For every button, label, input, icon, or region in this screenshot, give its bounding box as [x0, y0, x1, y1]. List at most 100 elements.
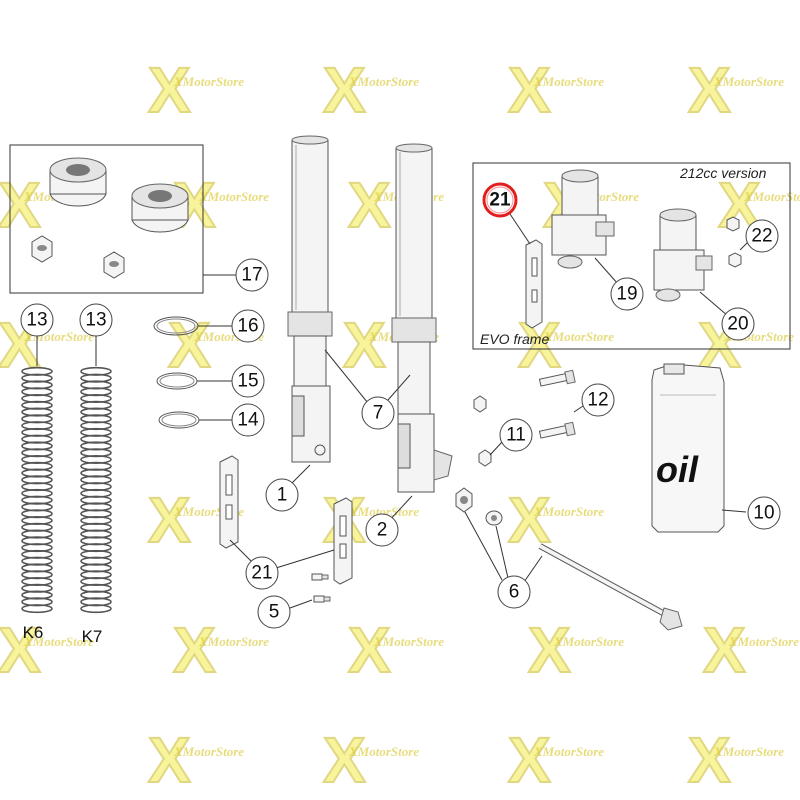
bracket-21-inset [525, 239, 543, 329]
triple-clamp-20 [653, 208, 713, 302]
svg-text:X: X [688, 54, 731, 126]
svg-text:X: X [168, 309, 211, 381]
svg-text:X: X [508, 724, 551, 796]
svg-text:X: X [323, 724, 366, 796]
svg-text:22: 22 [751, 226, 772, 247]
version-label: 212cc version [679, 165, 767, 181]
svg-text:14: 14 [237, 410, 259, 431]
callout-20: 20 [721, 307, 755, 341]
axle [538, 543, 683, 631]
spring-label-k7: K7 [82, 627, 103, 646]
nut-lower [478, 449, 492, 467]
callout-1: 1 [265, 478, 299, 512]
svg-text:15: 15 [237, 371, 258, 392]
bolt-upper [538, 369, 576, 387]
svg-text:5: 5 [269, 602, 280, 623]
callout-17: 17 [235, 258, 269, 292]
triple-clamp-19 [551, 169, 615, 269]
svg-text:16: 16 [237, 316, 258, 337]
nut-22-a [726, 216, 740, 232]
oil-bottle: oil [651, 363, 725, 533]
svg-text:13: 13 [26, 310, 47, 331]
svg-text:XMotorStore: XMotorStore [533, 504, 604, 519]
svg-text:13: 13 [85, 310, 106, 331]
svg-text:12: 12 [587, 390, 608, 411]
screw-5-lower [313, 595, 331, 603]
callout-14: 14 [231, 403, 265, 437]
svg-text:X: X [148, 54, 191, 126]
svg-text:XMotorStore: XMotorStore [713, 744, 784, 759]
callout-16: 16 [231, 309, 265, 343]
callout-22: 22 [745, 219, 779, 253]
bolt-lower [538, 421, 576, 439]
bracket-21-left [219, 455, 239, 549]
svg-text:X: X [688, 724, 731, 796]
callout-19: 19 [610, 277, 644, 311]
svg-text:X: X [173, 614, 216, 686]
axle-nut [455, 487, 473, 513]
callout-2: 2 [365, 513, 399, 547]
svg-text:X: X [348, 614, 391, 686]
svg-text:XMotorStore: XMotorStore [728, 634, 799, 649]
oil-label: oil [656, 449, 699, 490]
callout-5: 5 [257, 595, 291, 629]
callout-6: 6 [497, 575, 531, 609]
callout-15: 15 [231, 364, 265, 398]
svg-text:19: 19 [616, 284, 637, 305]
fork-cap-right [131, 183, 189, 233]
svg-text:XMotorStore: XMotorStore [348, 744, 419, 759]
spring-k7 [80, 366, 112, 614]
svg-text:2: 2 [377, 520, 388, 541]
bracket-21-right [333, 497, 353, 585]
callout-11: 11 [499, 418, 533, 452]
fork-cap-left [49, 157, 107, 207]
callout-10: 10 [747, 496, 781, 530]
svg-text:10: 10 [753, 503, 774, 524]
svg-text:X: X [323, 54, 366, 126]
svg-text:17: 17 [241, 265, 262, 286]
svg-text:X: X [0, 614, 41, 686]
svg-text:11: 11 [506, 425, 526, 446]
inset-caps-box [9, 144, 204, 294]
svg-text:XMotorStore: XMotorStore [348, 74, 419, 89]
svg-text:XMotorStore: XMotorStore [23, 634, 94, 649]
svg-text:X: X [148, 484, 191, 556]
callout-21-highlighted: 21 [482, 182, 518, 218]
svg-text:X: X [348, 169, 391, 241]
screw-5-upper [311, 573, 329, 581]
nut-left [31, 235, 53, 263]
inset-212cc-box: 212cc version EVO frame 19 [472, 162, 791, 350]
svg-text:XMotorStore: XMotorStore [198, 634, 269, 649]
nut-22-b [728, 252, 742, 268]
nut-right [103, 251, 125, 279]
svg-text:XMotorStore: XMotorStore [373, 634, 444, 649]
svg-text:X: X [528, 614, 571, 686]
fork-leg-right [391, 143, 453, 493]
svg-text:XMotorStore: XMotorStore [713, 74, 784, 89]
nut-upper [473, 395, 487, 413]
svg-text:XMotorStore: XMotorStore [173, 74, 244, 89]
fork-leg-left [287, 135, 333, 463]
svg-text:6: 6 [509, 582, 520, 603]
svg-text:21: 21 [489, 190, 511, 211]
svg-text:21: 21 [251, 563, 272, 584]
svg-text:XMotorStore: XMotorStore [198, 189, 269, 204]
axle-washer [485, 510, 503, 526]
callout-12: 12 [581, 383, 615, 417]
svg-text:7: 7 [373, 403, 384, 424]
callout-21: 21 [245, 556, 279, 590]
evo-frame-label: EVO frame [480, 331, 549, 347]
